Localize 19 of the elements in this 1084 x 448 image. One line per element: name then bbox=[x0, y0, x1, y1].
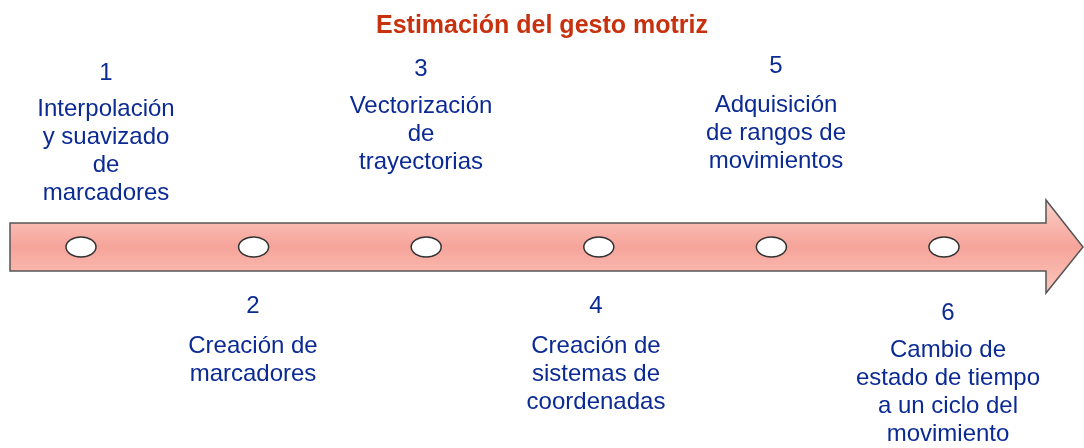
diagram-title: Estimación del gesto motriz bbox=[375, 10, 709, 39]
timeline-marker bbox=[928, 236, 960, 258]
step-description: Interpolación y suavizado de marcadores bbox=[36, 94, 176, 206]
step-number: 4 bbox=[589, 291, 603, 319]
timeline-marker bbox=[237, 236, 270, 258]
timeline-marker bbox=[65, 236, 97, 258]
step-description: Creación de sistemas de coordenadas bbox=[525, 331, 667, 415]
timeline-marker bbox=[410, 236, 442, 258]
timeline-marker bbox=[755, 236, 788, 258]
step-number: 6 bbox=[941, 298, 955, 326]
timeline-marker bbox=[583, 236, 615, 258]
step-number: 5 bbox=[769, 51, 783, 79]
step-number: 1 bbox=[99, 58, 113, 86]
step-description: Adquisición de rangos de movimientos bbox=[704, 90, 848, 174]
step-number: 3 bbox=[414, 54, 428, 82]
step-description: Creación de marcadores bbox=[187, 331, 319, 387]
step-description: Vectorización de trayectorias bbox=[348, 91, 494, 175]
step-description: Cambio de estado de tiempo a un ciclo del movimiento bbox=[854, 335, 1042, 447]
step-number: 2 bbox=[246, 291, 260, 319]
